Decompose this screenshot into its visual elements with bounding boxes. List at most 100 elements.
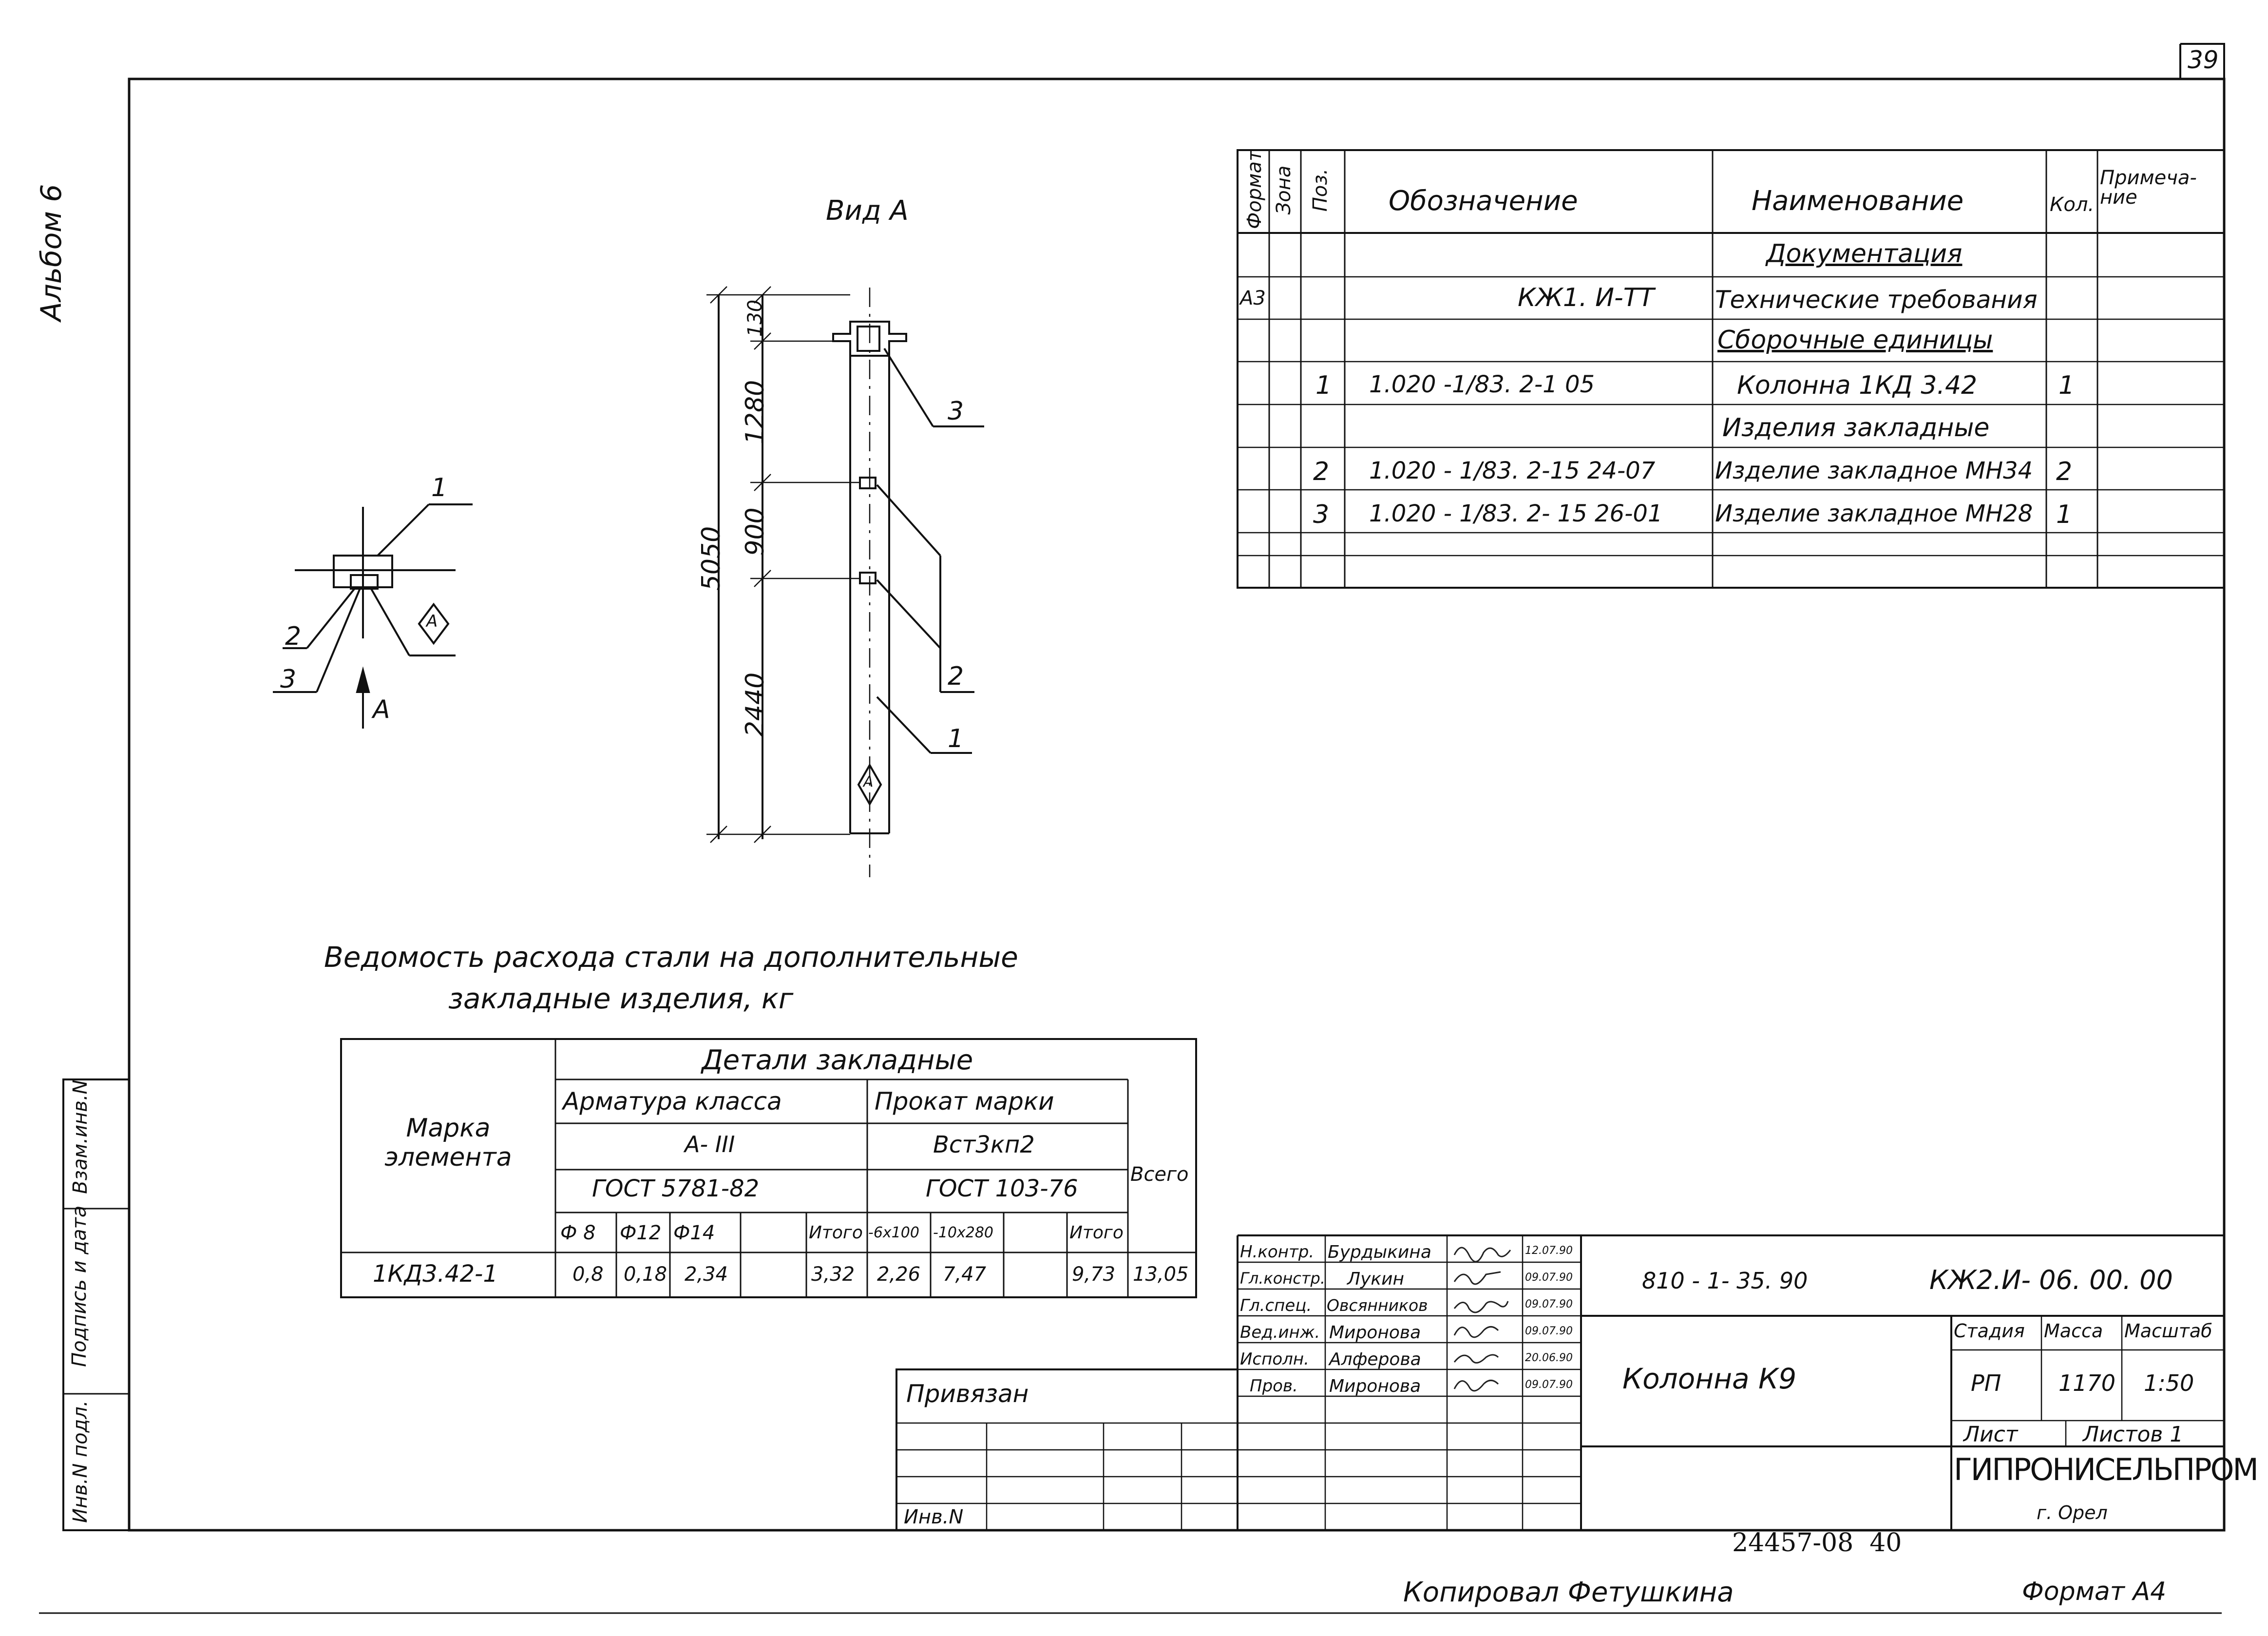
- column-section-marker: А: [863, 773, 874, 790]
- dim-upper: 1280: [741, 380, 770, 445]
- spec-row-4-qty: 1: [2058, 371, 2075, 400]
- steel-sub-header-rolled-total: Итого: [1069, 1223, 1124, 1243]
- steel-value-grand-total: 13,05: [1133, 1263, 1189, 1286]
- signature-role-4: Вед.инж.: [1240, 1323, 1320, 1342]
- spec-row-2-name: Технические требования: [1715, 286, 2038, 314]
- column-callout-3: 3: [948, 397, 964, 426]
- signature-name-4: Миронова: [1329, 1323, 1421, 1343]
- spec-header-name: Наименование: [1752, 185, 1964, 217]
- column-callout-2: 2: [948, 662, 964, 691]
- plan-callout-3: 3: [280, 665, 297, 694]
- steel-mark-header: Марка элемента: [384, 1114, 512, 1172]
- spec-row-7-qty: 1: [2056, 500, 2073, 529]
- column-callout-1: 1: [948, 724, 964, 753]
- steel-row-mark: 1КД3.42-1: [373, 1260, 498, 1288]
- scale-label: Масштаб: [2124, 1320, 2212, 1342]
- bound-label: Привязан: [906, 1380, 1029, 1408]
- steel-group-header: Детали закладные: [702, 1044, 973, 1076]
- spec-row-7-name: Изделие закладное МН28: [1715, 500, 2033, 527]
- steel-rolled-gost: ГОСТ 103-76: [926, 1175, 1078, 1202]
- signature-role-5: Исполн.: [1240, 1349, 1309, 1369]
- steel-value-f14: 2,34: [685, 1263, 728, 1286]
- signature-name-6: Миронова: [1329, 1376, 1421, 1396]
- side-label-signature-date: Подпись и дата: [68, 1205, 91, 1367]
- steel-sub-header-f14: Ф14: [673, 1222, 715, 1244]
- steel-sub-header-f8: Ф 8: [560, 1222, 596, 1244]
- spec-row-2-format: А3: [1240, 287, 1266, 309]
- steel-sub-header-f12: Ф12: [620, 1222, 662, 1244]
- steel-title-line2: закладные изделия, кг: [448, 982, 794, 1015]
- steel-armature-header: Арматура класса: [563, 1087, 782, 1116]
- steel-sub-header-armature-total: Итого: [809, 1223, 863, 1243]
- steel-value-plate-6x100: 2,26: [877, 1263, 921, 1286]
- signature-date-3: 09.07.90: [1525, 1298, 1573, 1310]
- signature-name-2: Лукин: [1347, 1269, 1405, 1289]
- steel-value-f8: 0,8: [572, 1263, 604, 1286]
- spec-row-6-designation: 1.020 - 1/83. 2-15 24-07: [1369, 457, 1656, 484]
- mass-label: Масса: [2044, 1320, 2103, 1342]
- steel-title-line1: Ведомость расхода стали на дополнительны…: [324, 941, 1018, 974]
- signature-role-2: Гл.констр.: [1240, 1269, 1325, 1288]
- spec-row-5-name: Изделия закладные: [1722, 413, 1990, 443]
- steel-value-armature-total: 3,32: [811, 1263, 855, 1286]
- steel-rolled-header: Прокат марки: [875, 1087, 1054, 1116]
- steel-value-rolled-total: 9,73: [1072, 1263, 1116, 1286]
- inv-label: Инв.N: [904, 1506, 964, 1528]
- steel-total-header: Всего: [1130, 1163, 1189, 1186]
- spec-row-4-designation: 1.020 -1/83. 2-1 05: [1369, 371, 1595, 398]
- sheets-label: Листов 1: [2083, 1422, 2184, 1447]
- steel-sub-header-plate-6x100: -6х100: [868, 1224, 919, 1241]
- spec-header-note: Примеча- ние: [2100, 167, 2197, 209]
- signature-role-1: Н.контр.: [1240, 1242, 1315, 1262]
- spec-row-1-name: Документация: [1766, 239, 1963, 269]
- city: г. Орел: [2037, 1502, 2108, 1523]
- plan-callout-1: 1: [431, 473, 448, 502]
- spec-header-zone: Зона: [1273, 165, 1295, 215]
- plan-view-arrow-label: А: [373, 695, 390, 724]
- object-name: Колонна К9: [1622, 1362, 1797, 1395]
- plan-section-marker: А: [426, 612, 438, 631]
- signature-role-6: Пров.: [1250, 1376, 1298, 1396]
- signature-name-1: Бурдыкина: [1328, 1242, 1431, 1262]
- view-label: Вид А: [826, 195, 909, 227]
- dim-middle: 900: [741, 507, 770, 556]
- signature-date-4: 09.07.90: [1525, 1325, 1573, 1337]
- spec-header-pos: Поз.: [1309, 168, 1332, 212]
- signature-name-5: Алферова: [1329, 1349, 1421, 1369]
- steel-value-f12: 0,18: [624, 1263, 667, 1286]
- spec-header-designation: Обозначение: [1389, 185, 1578, 217]
- steel-sub-header-plate-10x280: -10х280: [933, 1224, 994, 1241]
- format-label: Формат А4: [2022, 1577, 2167, 1606]
- signature-role-3: Гл.спец.: [1240, 1296, 1312, 1315]
- signature-date-2: 09.07.90: [1525, 1271, 1573, 1284]
- spec-row-2-designation: КЖ1. И-ТТ: [1518, 283, 1655, 312]
- steel-armature-class: А- III: [685, 1131, 735, 1157]
- scale-value: 1:50: [2144, 1370, 2194, 1396]
- mass-value: 1170: [2058, 1370, 2116, 1396]
- steel-armature-gost: ГОСТ 5781-82: [592, 1175, 760, 1202]
- spec-row-6-qty: 2: [2056, 457, 2073, 486]
- archive-number: 24457-08 40: [1732, 1528, 1902, 1558]
- dim-lower: 2440: [741, 672, 770, 737]
- dim-total: 5050: [697, 526, 726, 591]
- signature-date-6: 09.07.90: [1525, 1379, 1573, 1391]
- spec-row-7-designation: 1.020 - 1/83. 2- 15 26-01: [1369, 500, 1663, 527]
- stage-value: РП: [1971, 1370, 2001, 1396]
- spec-row-4-pos: 1: [1315, 371, 1332, 400]
- copied-by: Копировал Фетушкина: [1403, 1577, 1734, 1608]
- spec-row-4-name: Колонна 1КД 3.42: [1737, 371, 1978, 400]
- sheet-label: Лист: [1963, 1422, 2018, 1447]
- signature-name-3: Овсянников: [1327, 1296, 1428, 1315]
- spec-row-3-name: Сборочные единицы: [1717, 326, 1993, 355]
- side-label-original-inv: Инв.N подл.: [69, 1400, 92, 1523]
- spec-row-6-name: Изделие закладное МН34: [1715, 457, 2033, 484]
- signature-date-1: 12.07.90: [1525, 1245, 1573, 1257]
- signature-date-5: 20.06.90: [1525, 1352, 1573, 1364]
- document-code: КЖ2.И- 06. 00. 00: [1929, 1265, 2173, 1295]
- dim-top: 130: [744, 299, 766, 337]
- project-code: 810 - 1- 35. 90: [1642, 1268, 1808, 1294]
- spec-row-7-pos: 3: [1313, 500, 1330, 529]
- spec-row-6-pos: 2: [1313, 457, 1330, 486]
- side-label-replaced-inv: Взам.инв.N: [69, 1079, 92, 1194]
